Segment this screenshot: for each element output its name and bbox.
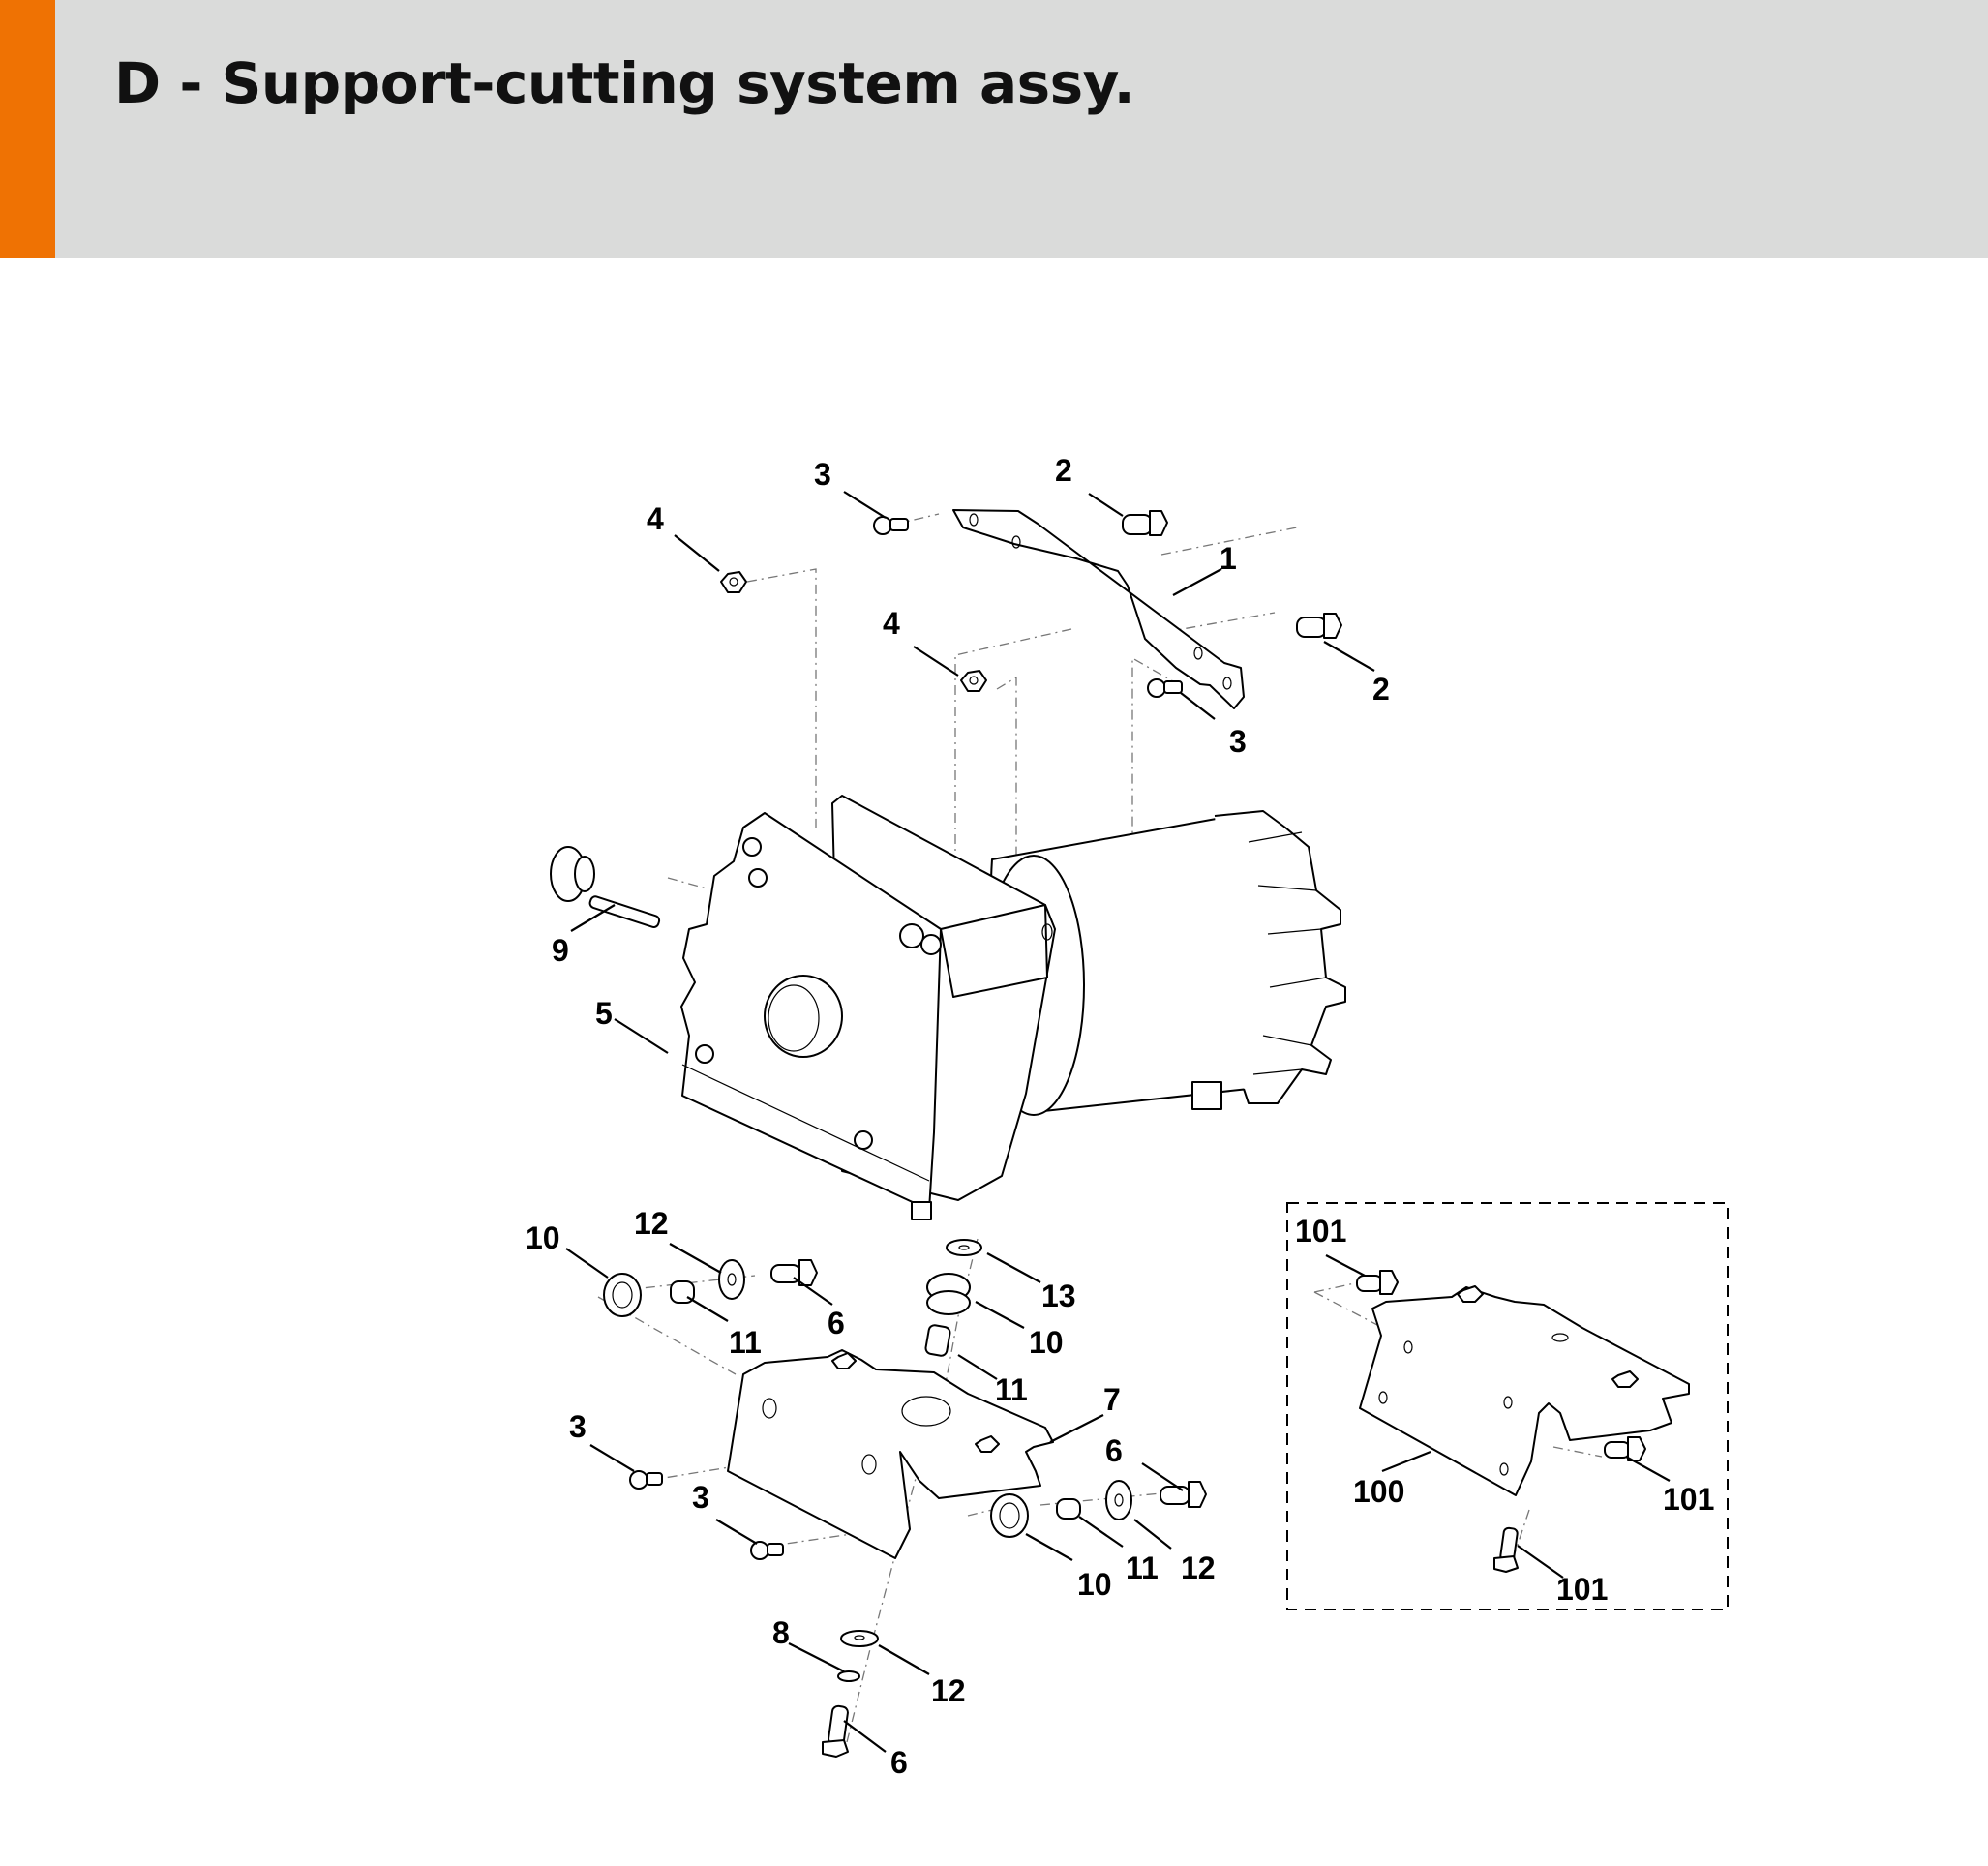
callout-12: 12	[634, 1206, 669, 1241]
callout-3: 3	[692, 1480, 709, 1515]
callout-10: 10	[1077, 1567, 1112, 1602]
part-101-bolt[interactable]	[1356, 1270, 1399, 1295]
callout-labels: 3 2 4 1 4 2 3 9 5 10 12 6 11 13 10 11 7 …	[526, 453, 1714, 1780]
callout-12: 12	[1181, 1550, 1216, 1585]
part-4-nut[interactable]	[720, 571, 747, 593]
part-4-nut[interactable]	[960, 670, 987, 692]
part-10-rubber-buffer[interactable]	[603, 1273, 642, 1317]
part-101-bolt[interactable]	[1493, 1526, 1519, 1573]
part-11-spacer-sleeve[interactable]	[1056, 1498, 1081, 1520]
part-3-screw[interactable]	[629, 1470, 663, 1490]
header-accent-bar	[0, 0, 55, 258]
callout-11: 11	[729, 1325, 762, 1360]
part-3-screw[interactable]	[873, 516, 909, 535]
callout-100: 100	[1353, 1474, 1404, 1509]
assembly-guide-lines	[597, 513, 1603, 1743]
callout-3: 3	[1229, 724, 1247, 759]
callout-10: 10	[526, 1220, 560, 1255]
callout-4: 4	[883, 606, 900, 641]
part-101-bolt[interactable]	[1604, 1436, 1646, 1461]
callout-6: 6	[828, 1306, 845, 1340]
callout-11: 11	[995, 1372, 1028, 1407]
part-10-rubber-buffer[interactable]	[926, 1273, 971, 1315]
callout-101: 101	[1556, 1572, 1608, 1607]
part-2-bolt[interactable]	[1296, 613, 1342, 639]
part-9-knob-screw[interactable]	[550, 846, 661, 928]
callout-13: 13	[1041, 1279, 1076, 1313]
callout-8: 8	[772, 1615, 790, 1650]
callout-6: 6	[1105, 1433, 1123, 1468]
part-2-bolt[interactable]	[1122, 510, 1168, 536]
callout-5: 5	[595, 996, 613, 1031]
callout-101: 101	[1295, 1214, 1346, 1249]
part-12-washer[interactable]	[1105, 1480, 1132, 1520]
callout-4: 4	[647, 501, 664, 536]
part-100-support-bracket-kit[interactable]	[1359, 1285, 1690, 1496]
callout-2: 2	[1055, 453, 1072, 488]
part-3-screw[interactable]	[750, 1541, 784, 1560]
callout-6: 6	[890, 1745, 908, 1780]
part-8-spring-washer[interactable]	[837, 1670, 860, 1682]
leader-lines	[565, 491, 1671, 1753]
part-10-rubber-buffer[interactable]	[990, 1493, 1029, 1538]
callout-7: 7	[1103, 1382, 1121, 1417]
part-5-motor-gearbox[interactable]	[680, 795, 1346, 1220]
part-6-bolt[interactable]	[822, 1704, 849, 1758]
callout-10: 10	[1029, 1325, 1064, 1360]
part-12-washer[interactable]	[840, 1630, 879, 1647]
page-title: D - Support-cutting system assy.	[114, 50, 1135, 116]
callout-3: 3	[814, 457, 831, 492]
callout-9: 9	[552, 933, 569, 968]
part-7-support-bracket[interactable]	[727, 1349, 1054, 1559]
part-13-washer[interactable]	[946, 1239, 982, 1256]
callout-2: 2	[1372, 672, 1390, 707]
part-3-screw[interactable]	[1147, 678, 1183, 698]
part-6-bolt[interactable]	[770, 1259, 818, 1286]
part-1-bracket[interactable]	[952, 509, 1245, 709]
callout-12: 12	[931, 1673, 966, 1708]
callout-3: 3	[569, 1409, 587, 1444]
callout-1: 1	[1220, 541, 1237, 576]
alternative-kit-frame	[1286, 1202, 1729, 1610]
callout-11: 11	[1126, 1550, 1159, 1585]
callout-101: 101	[1663, 1482, 1714, 1517]
part-6-bolt[interactable]	[1160, 1481, 1207, 1508]
page-header: D - Support-cutting system assy.	[0, 0, 1988, 258]
part-12-washer[interactable]	[718, 1259, 745, 1300]
part-11-spacer-sleeve[interactable]	[924, 1324, 951, 1357]
